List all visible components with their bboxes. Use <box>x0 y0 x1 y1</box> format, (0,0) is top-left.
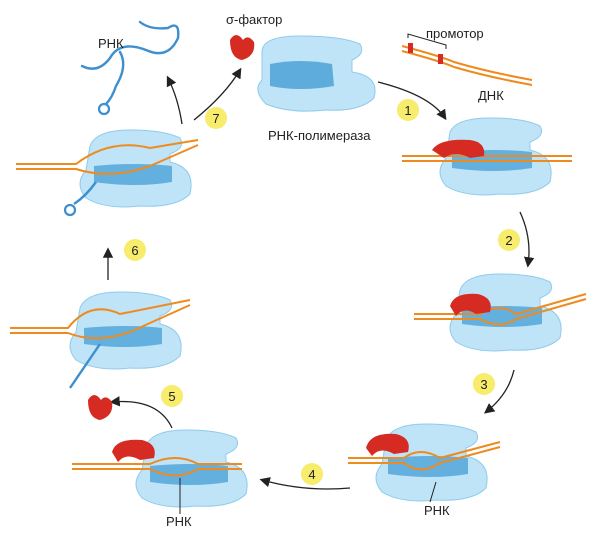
polymerase-elongation <box>72 429 248 508</box>
promoter-label: промотор <box>426 26 484 41</box>
arrow-step-3 <box>483 369 515 414</box>
dna-promoter-free <box>401 33 533 86</box>
polymerase-open-complex <box>414 273 587 352</box>
svg-text:7: 7 <box>212 111 219 126</box>
step-badge-1: 1 <box>397 99 419 121</box>
free-polymerase <box>257 35 376 112</box>
svg-text:4: 4 <box>308 467 315 482</box>
rna-bottom-label: РНК <box>166 514 192 529</box>
svg-text:1: 1 <box>404 103 411 118</box>
step-badge-4: 4 <box>301 463 323 485</box>
polymerase-closed-complex <box>402 117 572 196</box>
released-sigma-icon <box>88 395 113 420</box>
arrow-to-polymerase <box>193 67 242 121</box>
step-badge-3: 3 <box>473 373 495 395</box>
svg-text:6: 6 <box>131 243 138 258</box>
rna-hairpin-top <box>97 102 111 116</box>
rna-step4-label: РНК <box>424 503 450 518</box>
step-badge-7: 7 <box>205 107 227 129</box>
rna-step4-pointer <box>429 481 437 503</box>
free-rna-top <box>80 20 180 106</box>
arrow-step-7 <box>166 75 183 125</box>
dna-label: ДНК <box>478 88 504 103</box>
step-badge-6: 6 <box>124 239 146 261</box>
arrow-step-1 <box>377 81 447 121</box>
arrow-step-4 <box>259 477 351 490</box>
svg-text:3: 3 <box>480 377 487 392</box>
arrow-step-5 <box>109 396 173 429</box>
step-badge-2: 2 <box>498 229 520 251</box>
polymerase-elongation-no-sigma <box>10 291 191 389</box>
arrow-step-2 <box>519 211 535 268</box>
polymerase-initiation <box>348 423 501 502</box>
svg-text:2: 2 <box>505 233 512 248</box>
svg-text:5: 5 <box>168 389 175 404</box>
rna-top-label: РНК <box>98 36 124 51</box>
step-badge-5: 5 <box>161 385 183 407</box>
sigma-factor-icon <box>230 35 255 60</box>
polymerase-termination <box>16 129 199 217</box>
sigma-factor-label: σ-фактор <box>226 12 282 27</box>
polymerase-label: РНК-полимераза <box>268 128 371 143</box>
